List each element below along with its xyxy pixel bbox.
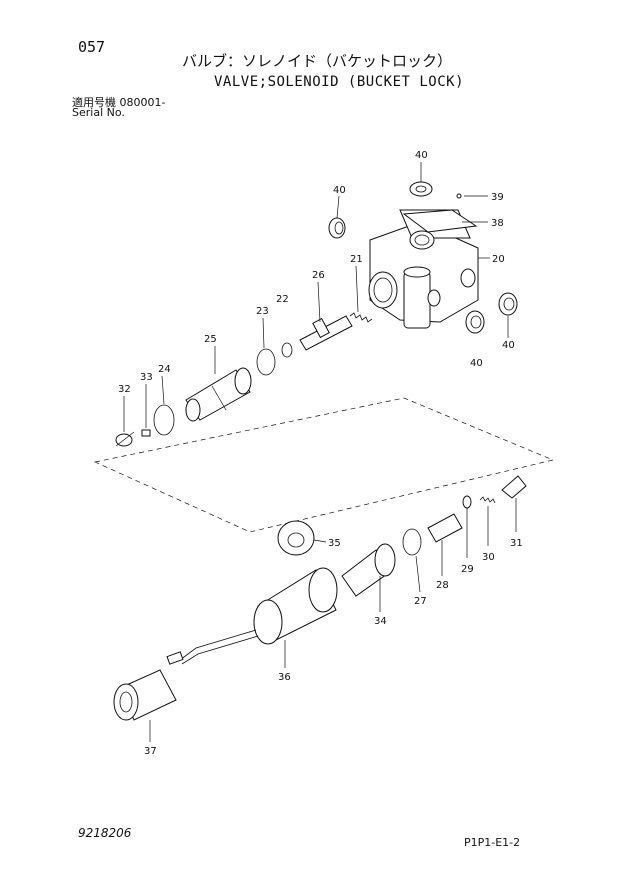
callout-22: 22 bbox=[276, 294, 289, 305]
serial-label-english: Serial No. bbox=[72, 106, 125, 119]
callout-40-top: 40 bbox=[415, 150, 428, 161]
plug-40-right bbox=[498, 292, 518, 316]
plug-40-left bbox=[328, 217, 346, 239]
page-title-japanese: バルブ：ソレノイド（バケットロック） bbox=[182, 52, 453, 70]
screw-39 bbox=[456, 193, 462, 199]
callout-24: 24 bbox=[158, 364, 171, 375]
solenoid-coil-36 bbox=[179, 567, 338, 665]
nut-35 bbox=[277, 520, 315, 556]
callout-27: 27 bbox=[414, 596, 427, 607]
spring-21 bbox=[349, 312, 373, 323]
callout-32: 32 bbox=[118, 384, 131, 395]
assembly-dashed-outline bbox=[93, 397, 555, 533]
spring-30 bbox=[479, 496, 496, 504]
document-number: 9218206 bbox=[78, 826, 132, 840]
plate-38 bbox=[402, 209, 478, 233]
callout-40-lower: 40 bbox=[470, 358, 483, 369]
callout-38: 38 bbox=[491, 218, 504, 229]
callout-25: 25 bbox=[204, 334, 217, 345]
piston-28 bbox=[427, 513, 463, 543]
callout-30: 30 bbox=[482, 552, 495, 563]
callout-23: 23 bbox=[256, 306, 269, 317]
plug-40-lower bbox=[465, 310, 485, 334]
callout-40-right: 40 bbox=[502, 340, 515, 351]
plug-40-top bbox=[409, 181, 433, 197]
callout-26: 26 bbox=[312, 270, 325, 281]
sleeve-25 bbox=[185, 367, 252, 422]
fitting-32 bbox=[115, 431, 135, 447]
page-code: P1P1-E1-2 bbox=[464, 836, 521, 849]
callout-35: 35 bbox=[328, 538, 341, 549]
o-ring-22 bbox=[281, 342, 293, 358]
plug-31 bbox=[501, 475, 527, 499]
callout-28: 28 bbox=[436, 580, 449, 591]
pin-33 bbox=[141, 429, 151, 437]
callout-21: 21 bbox=[350, 254, 363, 265]
o-ring-27 bbox=[402, 528, 422, 556]
callout-34: 34 bbox=[374, 616, 387, 627]
callout-29: 29 bbox=[461, 564, 474, 575]
serial-label-japanese: 適用号機 080001- bbox=[72, 96, 166, 109]
callout-37: 37 bbox=[144, 746, 157, 757]
o-ring-24 bbox=[153, 404, 175, 436]
page-number: 057 bbox=[78, 38, 106, 56]
callout-39: 39 bbox=[491, 192, 504, 203]
connector-37 bbox=[113, 651, 184, 721]
o-ring-23 bbox=[256, 348, 276, 376]
callout-36: 36 bbox=[278, 672, 291, 683]
callout-40-left: 40 bbox=[333, 185, 346, 196]
spool-26 bbox=[299, 315, 353, 351]
callout-33: 33 bbox=[140, 372, 153, 383]
stem-34 bbox=[341, 543, 396, 597]
callout-31: 31 bbox=[510, 538, 523, 549]
washer-29 bbox=[462, 495, 472, 509]
callout-20: 20 bbox=[492, 254, 505, 265]
leader-lines bbox=[123, 162, 517, 742]
page-title-english: VALVE;SOLENOID (BUCKET LOCK) bbox=[214, 74, 465, 90]
